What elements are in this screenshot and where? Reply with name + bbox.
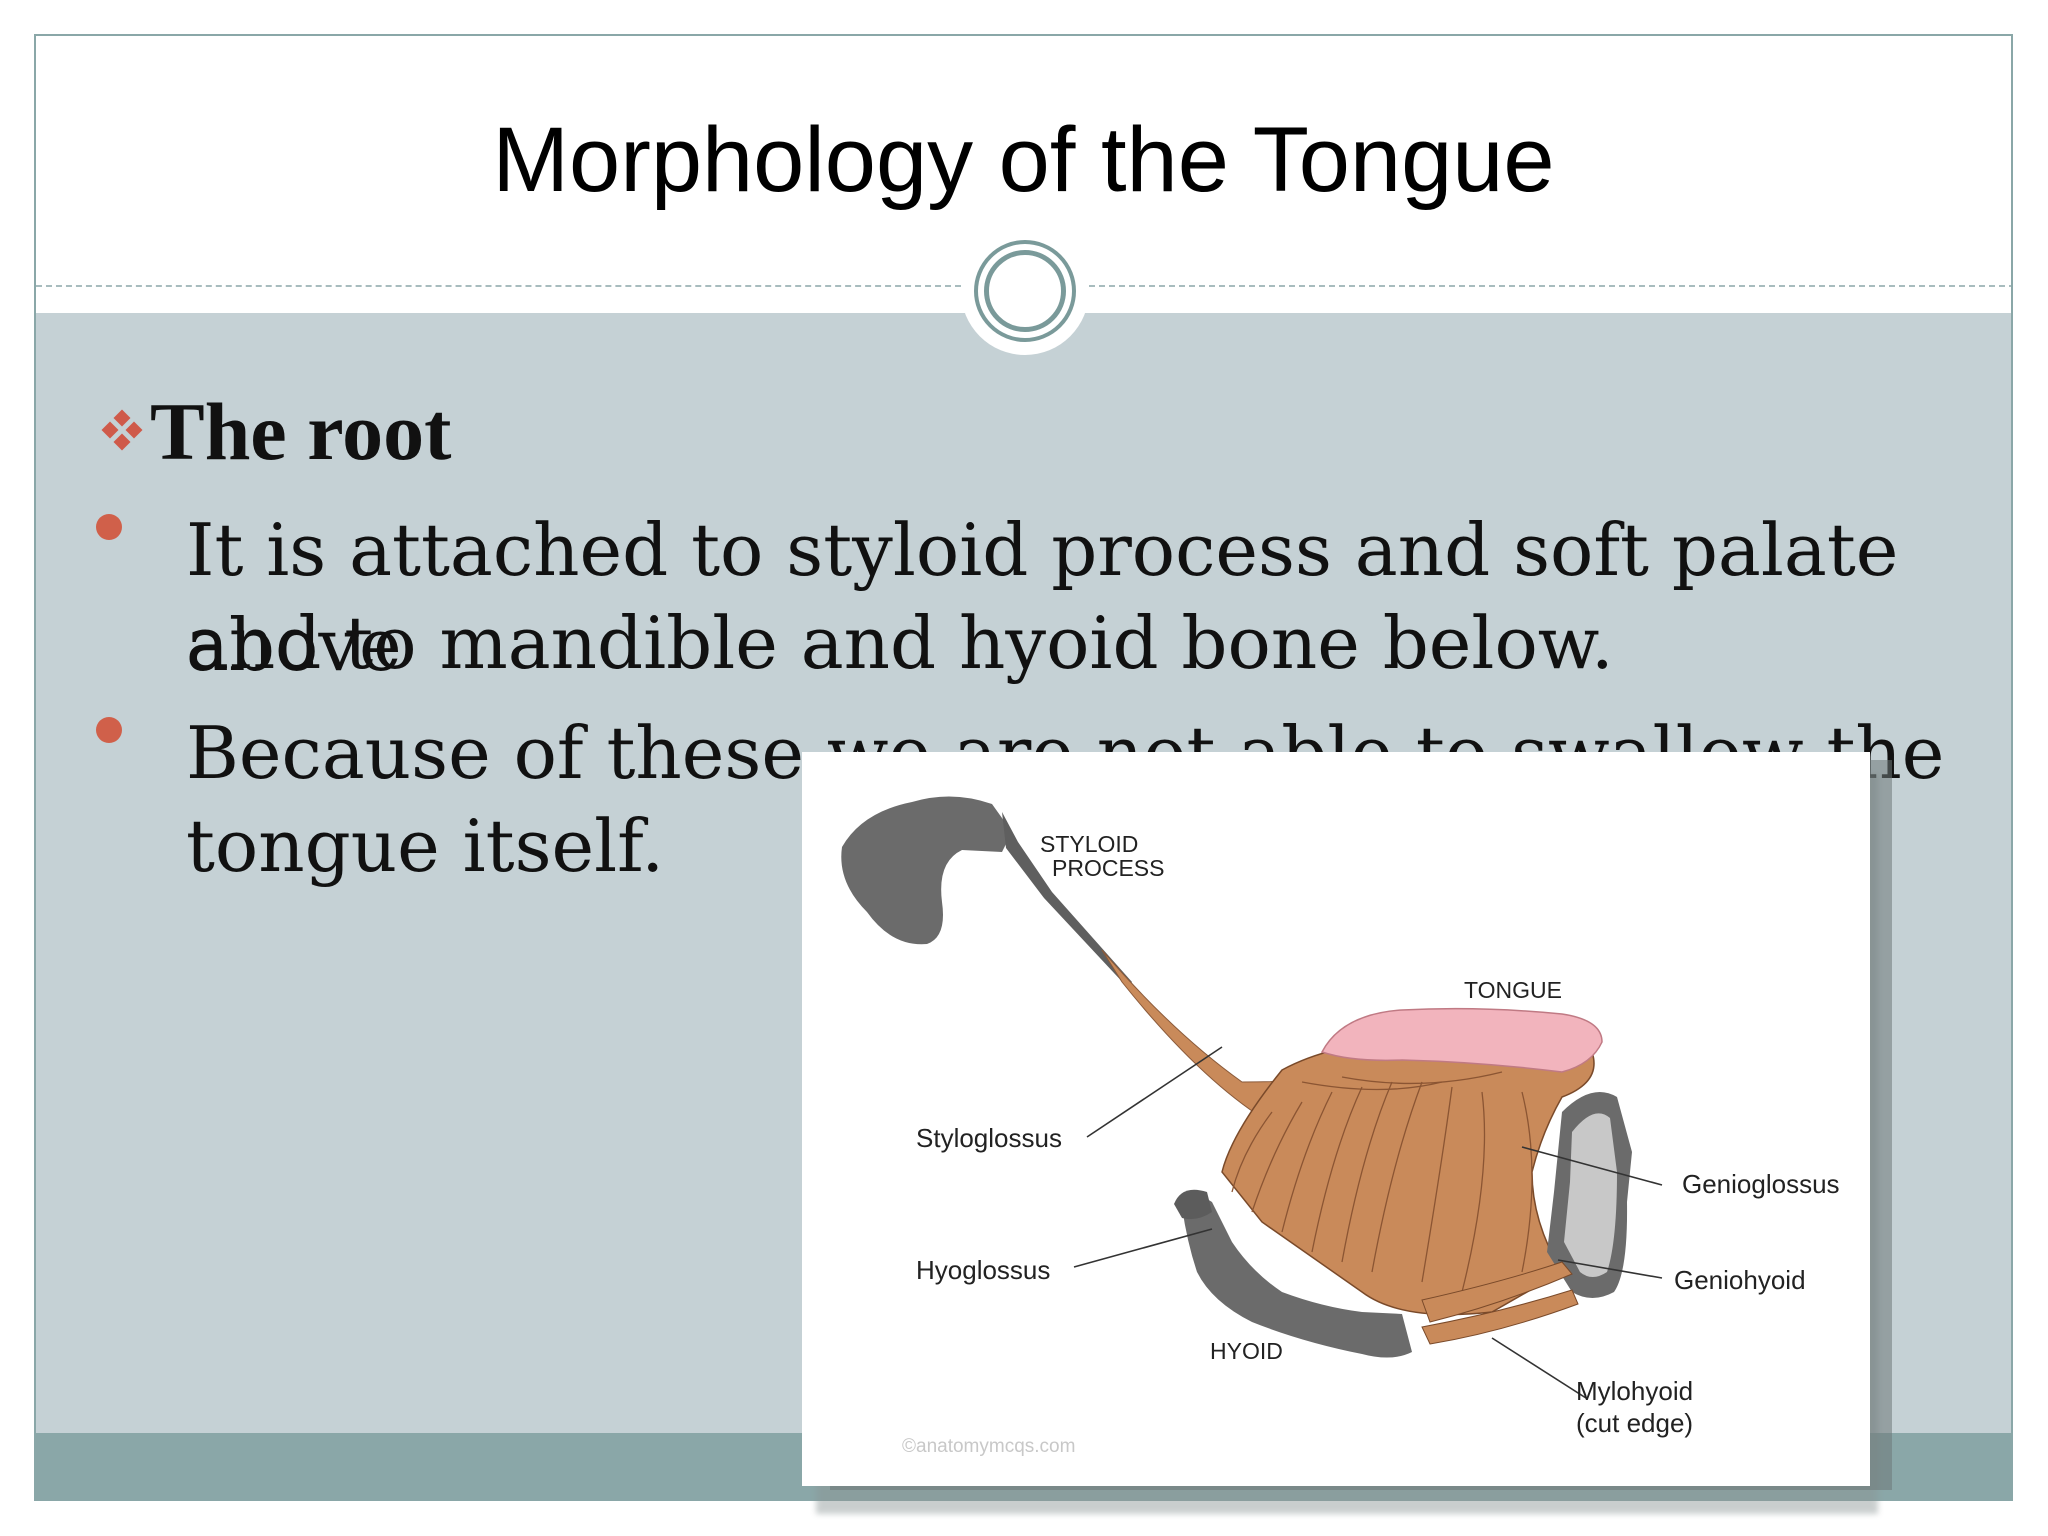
four-diamond-bullet-icon <box>94 404 150 460</box>
tongue-surface <box>1320 1007 1603 1073</box>
mylohyoid-muscle <box>1421 1289 1579 1345</box>
skull-base-shape <box>841 796 1012 945</box>
bullet-line: It is attached to styloid process and so… <box>186 508 1899 687</box>
muscle-fiber-lines <box>1231 1071 1533 1293</box>
label-styloid-line1: STYLOID <box>1040 831 1138 857</box>
label-hyoglossus: Hyoglossus <box>916 1255 1050 1285</box>
label-tongue: TONGUE <box>1464 977 1562 1003</box>
double-ring-inner-icon <box>984 250 1066 332</box>
title-divider-right <box>1089 285 2011 287</box>
diagram-svg: STYLOID PROCESS TONGUE Styloglossus Hyog… <box>841 796 1840 1457</box>
label-geniohyoid: Geniohyoid <box>1674 1265 1806 1295</box>
geniohyoid-muscle <box>1421 1261 1573 1323</box>
slide-title: Morphology of the Tongue <box>492 109 1555 211</box>
dot-bullet-icon <box>96 717 122 743</box>
bullet-line: tongue itself. <box>186 804 665 888</box>
bullet-line: and to mandible and hyoid bone below. <box>186 601 1614 685</box>
label-styloglossus: Styloglossus <box>916 1123 1062 1153</box>
hyoid-bone <box>1182 1198 1412 1358</box>
label-genioglossus: Genioglossus <box>1682 1169 1840 1199</box>
leader-lines <box>1073 1046 1663 1399</box>
heading-row: The root <box>94 391 451 473</box>
mandible-inner <box>1564 1113 1617 1277</box>
label-hyoid: HYOID <box>1210 1338 1283 1364</box>
section-heading: The root <box>150 386 452 477</box>
title-divider-left <box>36 285 961 287</box>
label-mylohyoid-line1: Mylohyoid <box>1576 1376 1693 1406</box>
tongue-muscles-diagram: STYLOID PROCESS TONGUE Styloglossus Hyog… <box>802 752 1870 1486</box>
watermark: ©anatomymcqs.com <box>902 1436 1075 1457</box>
dot-bullet-icon <box>96 514 122 540</box>
label-mylohyoid-line2: (cut edge) <box>1576 1408 1693 1438</box>
label-styloid-line2: PROCESS <box>1052 855 1164 881</box>
hyoid-tip <box>1174 1189 1212 1220</box>
